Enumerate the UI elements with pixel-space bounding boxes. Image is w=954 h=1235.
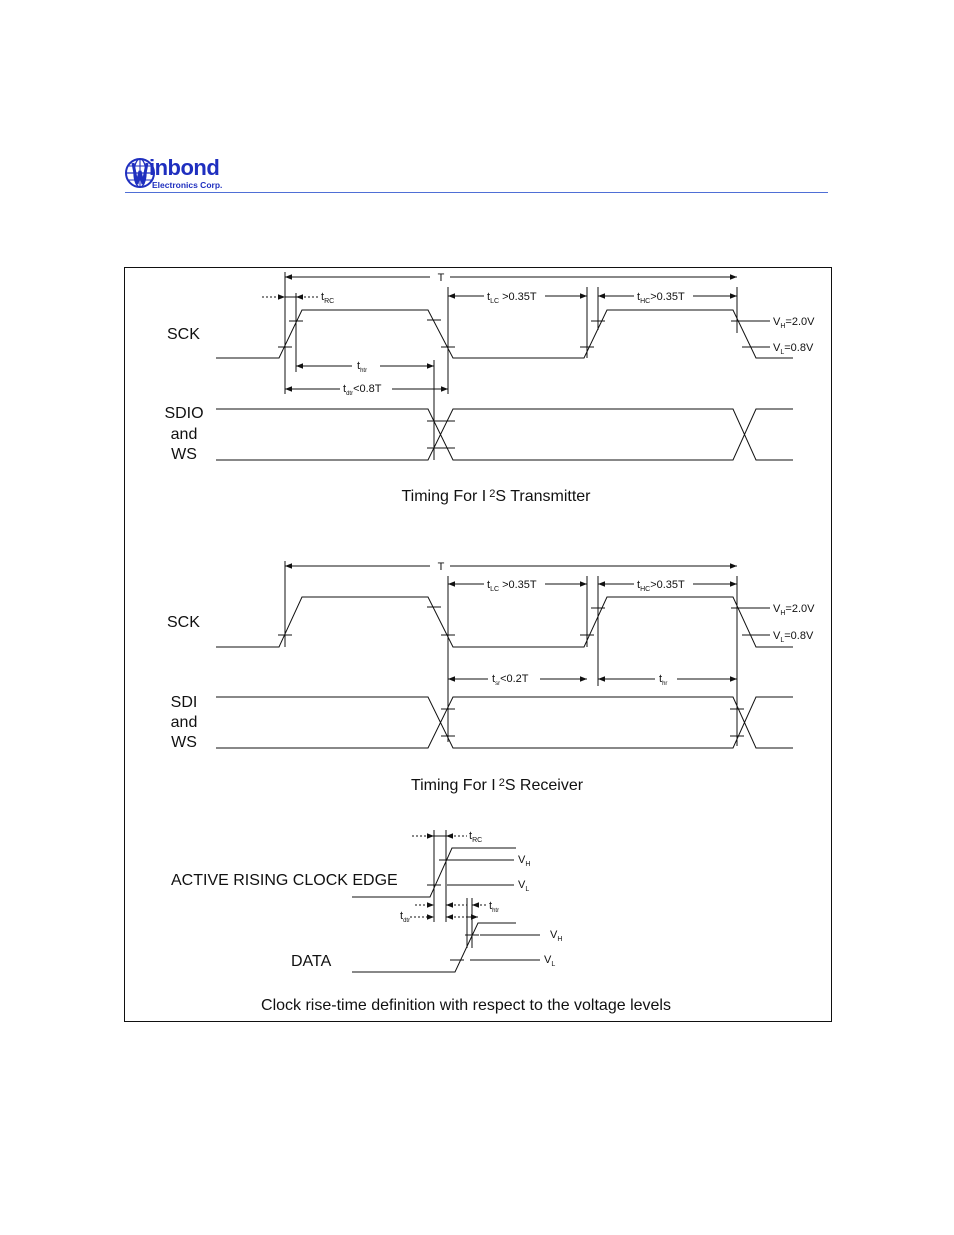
transmitter-labels: SCK SDIO and WS T tRC tLC >0.35T tHC>0.3… — [164, 272, 815, 505]
rx-tsr-label: tsr<0.2T — [492, 673, 529, 687]
rt-tdtr-label: tdtr — [400, 910, 410, 924]
rt-vl-label-clock: VL — [518, 879, 529, 893]
data-label: DATA — [291, 953, 332, 970]
brand-name: inbond — [149, 155, 220, 180]
rt-trc-label: tRC — [469, 830, 482, 844]
tx-sck-waveform — [216, 309, 793, 359]
winbond-logo: inbond Electronics Corp. — [125, 153, 255, 193]
rx-vl-label: VL=0.8V — [773, 630, 814, 644]
risetime-diagram — [352, 830, 540, 973]
rt-vh-label-data: VH — [550, 929, 562, 943]
tx-tdtr-label: tdtr<0.8T — [343, 383, 382, 397]
tx-sig-label-2: and — [171, 426, 198, 443]
rx-period-label: T — [438, 561, 445, 573]
transmitter-diagram — [216, 272, 793, 461]
header-rule — [125, 192, 828, 193]
rt-vh-label-clock: VH — [518, 854, 530, 868]
rx-thc-label: tHC>0.35T — [637, 579, 685, 593]
tx-trc-label: tRC — [321, 291, 334, 305]
clock-edge-label: ACTIVE RISING CLOCK EDGE — [171, 872, 398, 889]
brand-subtitle: Electronics Corp. — [152, 180, 223, 190]
clock-edge-waveform — [352, 847, 516, 898]
rx-tlc-label: tLC >0.35T — [487, 579, 537, 593]
rx-sig-label-1: SDI — [171, 694, 198, 711]
rt-vl-label-data: VL — [544, 954, 555, 968]
rx-sdi-lower — [216, 696, 793, 749]
tx-vl-label: VL=0.8V — [773, 342, 814, 356]
receiver-labels: SCK SDI and WS T tLC >0.35T tHC>0.35T VH… — [167, 561, 815, 794]
figure-frame — [124, 267, 832, 1022]
tx-sdio-upper — [216, 408, 793, 461]
rx-vh-label: VH=2.0V — [773, 603, 815, 617]
rx-sck-label: SCK — [167, 614, 200, 631]
rx-sig-label-2: and — [171, 714, 198, 731]
tx-vh-label: VH=2.0V — [773, 316, 815, 330]
globe-icon — [125, 158, 155, 188]
rx-sck-waveform — [216, 596, 793, 648]
risetime-labels: ACTIVE RISING CLOCK EDGE DATA tRC VH VL … — [171, 830, 671, 1014]
rx-sig-label-3: WS — [171, 734, 197, 751]
tx-tlc-label: tLC >0.35T — [487, 291, 537, 305]
tx-period-label: T — [438, 272, 445, 284]
receiver-diagram — [216, 561, 793, 749]
tx-sig-label-1: SDIO — [164, 405, 203, 422]
tx-sig-label-3: WS — [171, 446, 197, 463]
tx-sdio-lower — [216, 408, 793, 461]
page-header: inbond Electronics Corp. — [0, 0, 954, 200]
rt-caption: Clock rise-time definition with respect … — [261, 997, 671, 1014]
rt-thtr-label: thtr — [489, 900, 499, 914]
tx-thtr-label: thtr — [357, 360, 367, 374]
tx-thc-label: tHC>0.35T — [637, 291, 685, 305]
rx-thr-label: thr — [659, 673, 667, 687]
rx-sdi-upper — [216, 696, 793, 749]
data-edge-waveform — [352, 922, 516, 973]
tx-sck-label: SCK — [167, 326, 200, 343]
